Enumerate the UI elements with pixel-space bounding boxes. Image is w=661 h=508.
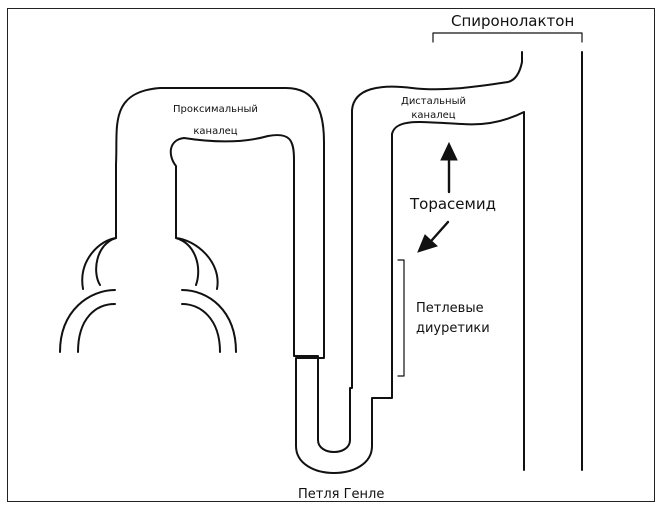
vessel-left-inner bbox=[78, 304, 115, 352]
label-loop-diuretics-line1: Петлевые bbox=[416, 300, 490, 317]
loop-diuretics-bracket bbox=[398, 260, 404, 376]
label-spironolactone: Спиронолактон bbox=[451, 12, 574, 30]
label-loop-diuretics-line2: диуретики bbox=[416, 320, 490, 337]
spironolactone-bracket bbox=[433, 33, 582, 42]
vessel-right-outer bbox=[182, 290, 236, 352]
nephron-outer-wall bbox=[82, 88, 524, 473]
bowman-capsule bbox=[96, 238, 198, 285]
label-distal-line2: каналец bbox=[401, 110, 466, 122]
arrow-to-loop bbox=[432, 222, 448, 240]
label-loop-diuretics: Петлевые диуретики bbox=[416, 300, 490, 337]
vessel-right-inner bbox=[182, 304, 220, 352]
label-distal-line1: Дистальный bbox=[401, 96, 466, 108]
label-proximal-tubule: Проксимальный каналец bbox=[173, 104, 258, 138]
label-proximal-line2: каналец bbox=[173, 126, 258, 138]
vessel-left-outer bbox=[60, 290, 115, 352]
label-torasemide: Торасемид bbox=[410, 195, 496, 213]
label-distal-tubule: Дистальный каналец bbox=[401, 96, 466, 122]
label-proximal-line1: Проксимальный bbox=[173, 104, 258, 116]
arrow-up-head bbox=[441, 143, 457, 160]
label-loop-of-henle: Петля Генле bbox=[298, 486, 384, 503]
